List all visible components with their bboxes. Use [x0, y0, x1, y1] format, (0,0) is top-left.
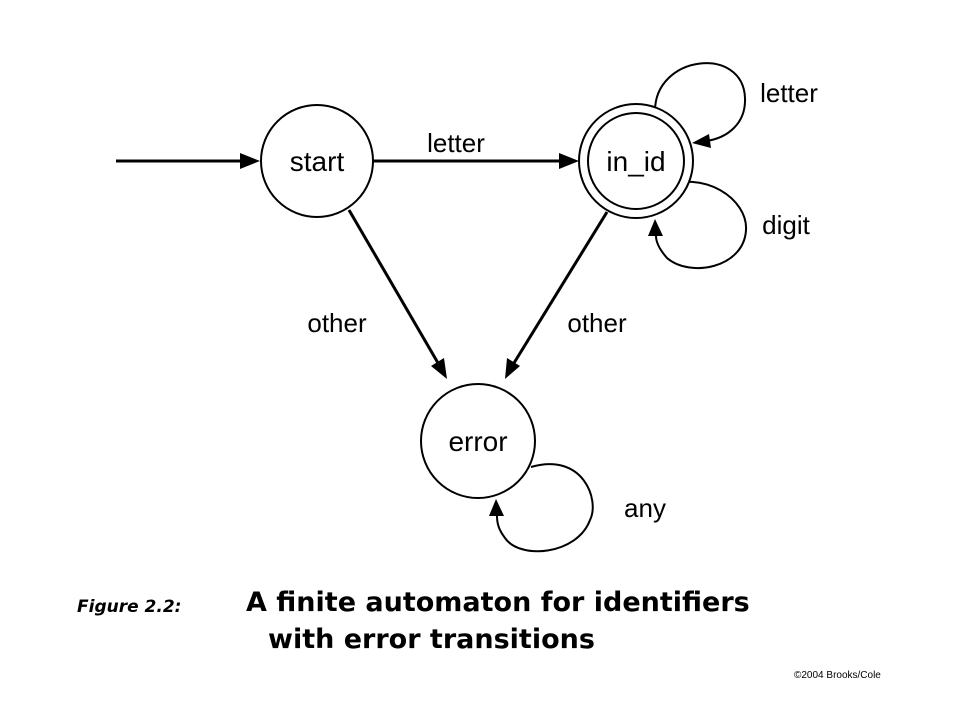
figure-caption-line-1: A finite automaton for identifiers: [246, 587, 750, 618]
edge-start-to-error: [347, 209, 447, 379]
self-loop-in-id-digit: [648, 180, 748, 270]
state-in-id-label: in_id: [606, 146, 665, 177]
label-in-id-to-error: other: [567, 308, 627, 338]
state-start-label: start: [290, 146, 345, 177]
state-error-label: error: [448, 426, 507, 457]
label-start-to-in-id: letter: [427, 128, 485, 158]
state-error: error: [420, 383, 536, 499]
label-in-id-loop-letter: letter: [760, 78, 818, 108]
entry-arrow: [116, 153, 260, 169]
label-start-to-error: other: [307, 308, 367, 338]
label-in-id-loop-digit: digit: [762, 210, 810, 240]
figure-number: Figure 2.2:: [77, 597, 182, 617]
copyright-notice: ©2004 Brooks/Cole: [794, 670, 881, 681]
figure-caption-line-2: with error transitions: [268, 624, 595, 655]
edge-start-to-in-id: [373, 153, 579, 169]
edge-in-id-to-error: [505, 211, 609, 379]
self-loop-error-any: [489, 463, 594, 553]
accepting-state-inner-ring: [587, 112, 685, 210]
state-in-id: in_id: [578, 103, 694, 219]
state-start: start: [260, 104, 374, 218]
self-loop-in-id-letter: [654, 62, 747, 148]
label-error-loop: any: [624, 493, 666, 523]
